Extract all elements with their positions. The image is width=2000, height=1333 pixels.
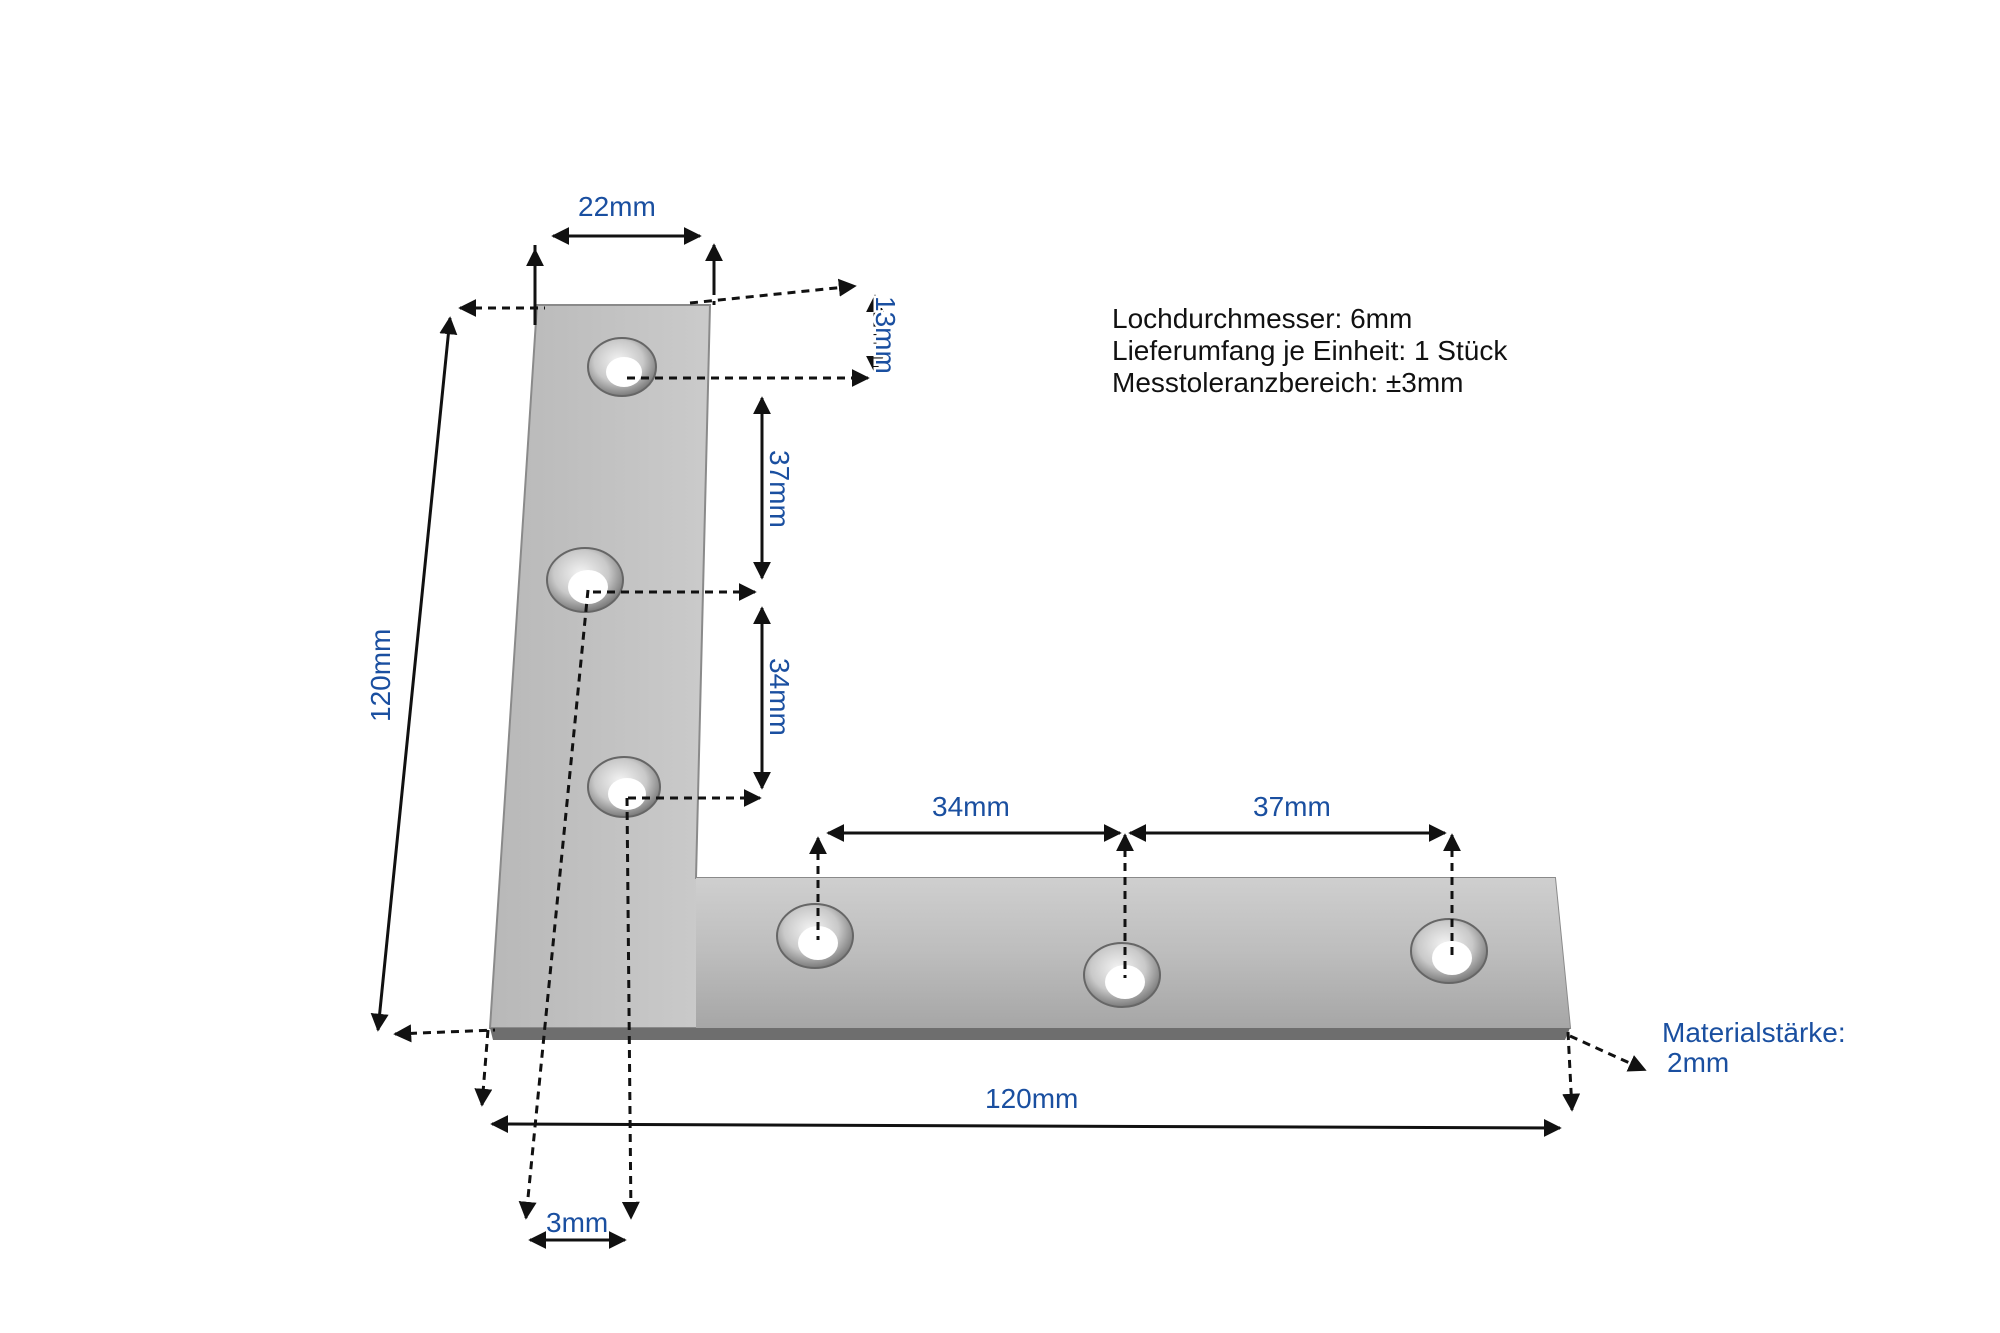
angle-bracket bbox=[488, 304, 1572, 1040]
label-material-thickness: Materialstärke: bbox=[1662, 1017, 1846, 1048]
hole-icon bbox=[776, 903, 854, 969]
material-thickness-pointer bbox=[1569, 1034, 1647, 1072]
info-block: Lochdurchmesser: 6mm Lieferumfang je Ein… bbox=[1110, 301, 1510, 400]
extension-line bbox=[393, 1024, 496, 1043]
dimension-lines bbox=[370, 227, 1647, 1249]
extension-line bbox=[621, 797, 640, 1220]
label-vertical-spacing-lower: 34mm bbox=[764, 658, 795, 736]
dimension-arrow bbox=[370, 316, 458, 1032]
hole-icon bbox=[1083, 942, 1161, 1008]
extension-line bbox=[1562, 1031, 1581, 1112]
hole-icon bbox=[546, 547, 624, 613]
holes bbox=[546, 337, 1488, 1008]
label-horizontal-length: 120mm bbox=[985, 1083, 1078, 1114]
label-horizontal-spacing-right: 37mm bbox=[1253, 791, 1331, 822]
label-horizontal-spacing-left: 34mm bbox=[932, 791, 1010, 822]
bracket-edge bbox=[490, 1028, 1570, 1040]
label-edge-to-first-hole: 13mm bbox=[870, 296, 901, 374]
extension-line bbox=[474, 1029, 493, 1107]
info-delivery-scope: Lieferumfang je Einheit: 1 Stück bbox=[1112, 335, 1508, 366]
info-tolerance: Messtoleranzbereich: ±3mm bbox=[1112, 367, 1464, 398]
hole-icon bbox=[1410, 918, 1488, 984]
label-material-thickness-value: 2mm bbox=[1667, 1047, 1729, 1078]
dimension-arrow bbox=[490, 1115, 1562, 1137]
label-vertical-length: 120mm bbox=[365, 629, 396, 722]
extension-line bbox=[518, 589, 590, 1220]
dimension-labels: 22mm 13mm 37mm 34mm 120mm 34mm 37mm 120m… bbox=[363, 189, 1849, 1241]
info-hole-diameter: Lochdurchmesser: 6mm bbox=[1112, 303, 1412, 334]
hole-icon bbox=[587, 337, 657, 397]
label-hole-offset: 3mm bbox=[546, 1207, 608, 1238]
label-leg-width: 22mm bbox=[578, 191, 656, 222]
label-vertical-spacing-upper: 37mm bbox=[764, 450, 795, 528]
hole-icon bbox=[587, 756, 661, 818]
